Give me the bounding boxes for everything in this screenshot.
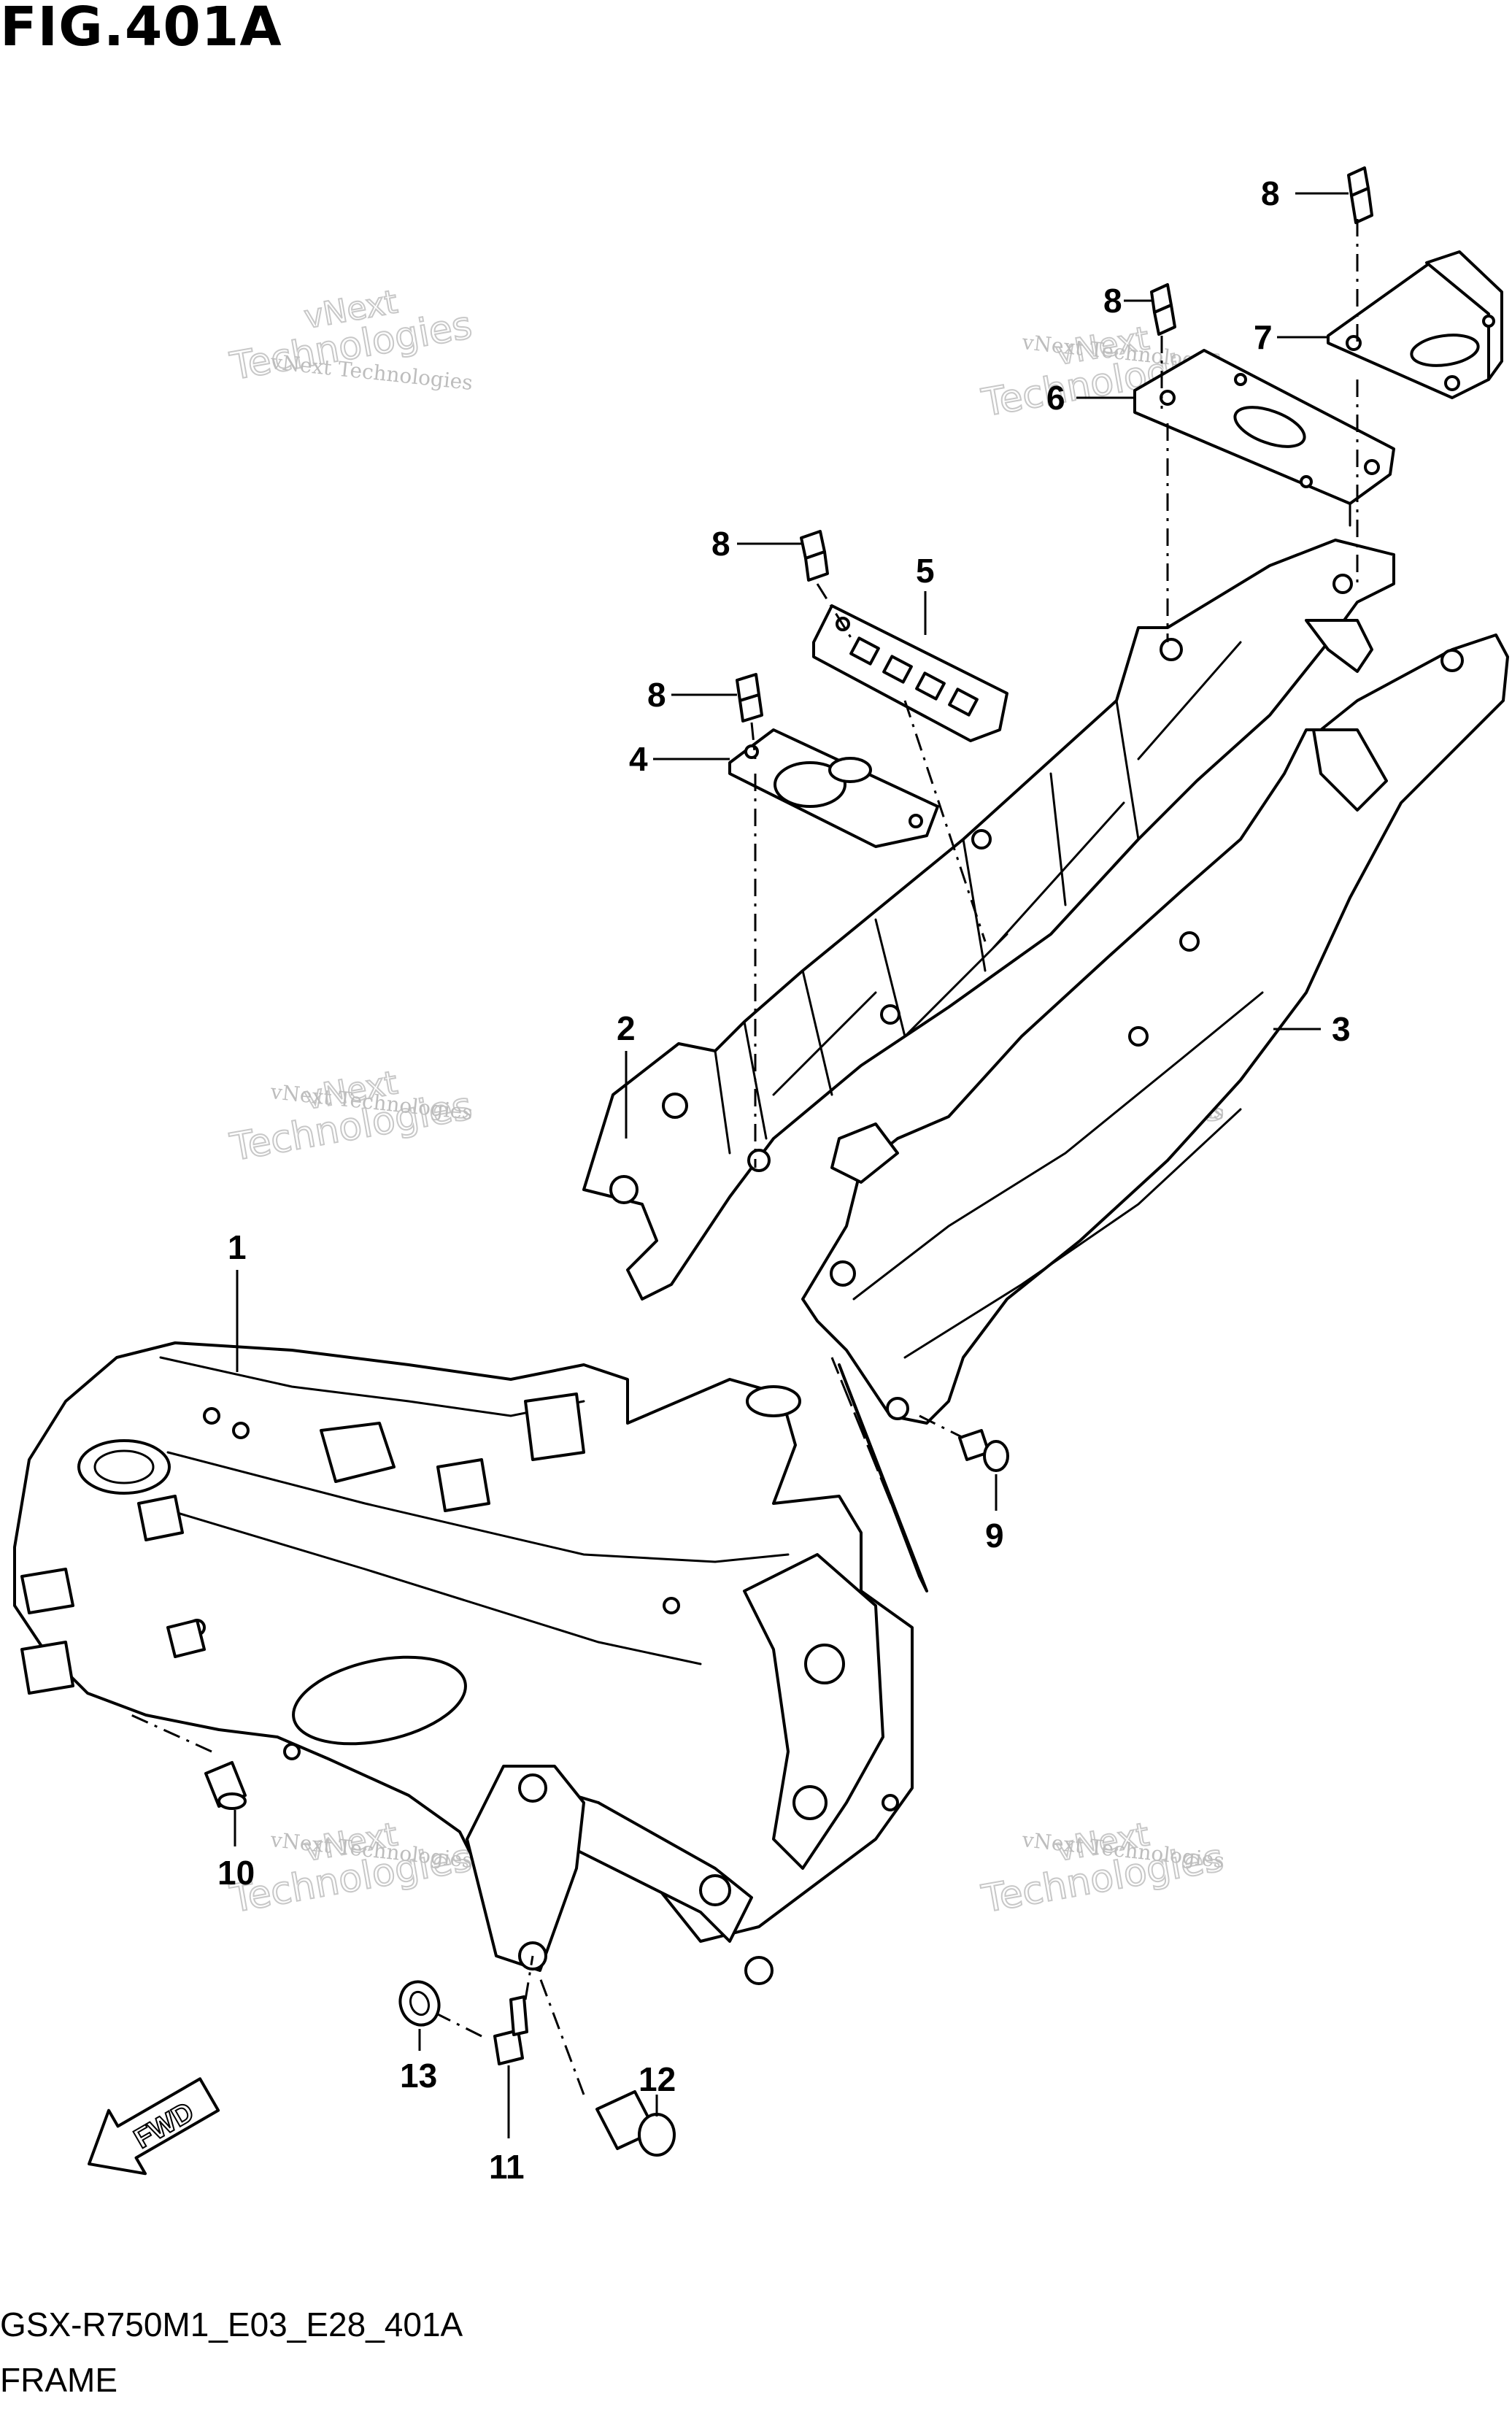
callout-10: 10 [217,1854,255,1892]
part-5-plate [812,604,1008,742]
watermark-bottom-right: Technologies vNext vNext Technologies [978,1815,1227,1922]
callout-13: 13 [400,2057,437,2095]
leader-lines [234,192,1349,2138]
part-4-plate [728,728,939,848]
bolt-9 [958,1429,1009,1472]
part-7-bracket [1327,250,1503,399]
callout-7: 7 [1254,318,1273,356]
part-3-seat-rail [801,633,1509,1425]
figure-name: FRAME [0,2361,117,2399]
direction-triangle [838,1363,928,1592]
callout-12: 12 [639,2060,676,2098]
bolt-8-b [1150,283,1176,336]
watermark-bottom-left: Technologies vNext vNext Technologies [226,1815,476,1922]
part-1-main-frame [13,1341,914,1985]
bolt-11 [493,1995,528,2065]
callout-11: 11 [489,2148,525,2186]
callout-8b: 8 [1103,282,1122,320]
callout-labels: 8 8 7 6 8 5 8 4 2 3 1 9 10 11 12 13 [217,174,1351,2186]
callout-3: 3 [1332,1010,1351,1048]
fwd-arrow: FWD [88,2077,220,2176]
part-6-plate [1133,349,1395,527]
collar-10 [204,1761,247,1810]
callout-2: 2 [617,1009,636,1047]
bolt-8-d [736,673,763,723]
callout-1: 1 [228,1228,247,1266]
callout-9: 9 [985,1517,1004,1555]
callout-8c: 8 [711,525,730,563]
watermark-top-left: Technologies vNext vNext Technologies [226,282,476,395]
bolt-8-a [1347,166,1373,224]
watermark-mid-left: Technologies vNext vNext Technologies [226,1063,476,1171]
callout-5: 5 [916,552,935,590]
bolt-8-c [800,530,829,582]
figure-title: FIG.401A [0,0,282,58]
part-2-seat-rail [582,539,1395,1301]
callout-6: 6 [1046,379,1065,417]
bolt-12 [595,2090,676,2157]
callout-8a: 8 [1261,174,1280,212]
callout-4: 4 [629,740,648,778]
callout-8d: 8 [647,676,666,714]
model-code: GSX-R750M1_E03_E28_401A [0,2305,463,2343]
washer-13 [398,1980,441,2027]
